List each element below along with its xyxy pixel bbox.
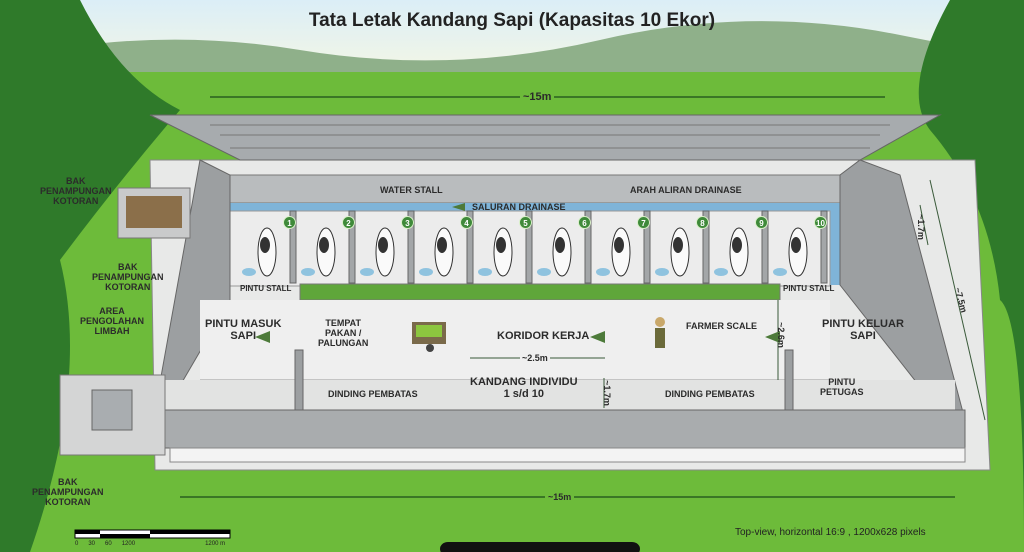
- cow-spot: [732, 237, 742, 253]
- dim-bottom-width: ~15m: [545, 492, 575, 502]
- label-saluran-drainase: SALURAN DRAINASE: [472, 202, 566, 212]
- water-bowl: [714, 268, 728, 276]
- stall-divider: [702, 210, 710, 284]
- cow-spot: [378, 237, 388, 253]
- farmer: [655, 317, 665, 327]
- waste-unit: [91, 389, 133, 431]
- back-wall: [229, 174, 841, 204]
- hills: [0, 21, 1024, 80]
- label-water-stall: WATER STALL: [380, 185, 443, 195]
- water-bowl: [242, 268, 256, 276]
- feed-trough: [299, 283, 781, 301]
- dim-top-width: ~15m: [520, 91, 555, 103]
- roof-ribs: [210, 124, 890, 149]
- partition-left: [294, 349, 304, 411]
- front-curb: [169, 447, 966, 463]
- flow-arrows: [255, 203, 780, 343]
- trees-right: [918, 0, 1024, 552]
- drainage-side: [830, 205, 842, 285]
- cow-spot: [673, 237, 683, 253]
- stall-number-badge: 2: [342, 216, 355, 229]
- water-bowl: [419, 268, 433, 276]
- stall-number-badge: 3: [401, 216, 414, 229]
- stall-dividers: [242, 210, 828, 284]
- stall-number-badge: 10: [814, 216, 827, 229]
- water-bowl: [478, 268, 492, 276]
- cow-spot: [319, 237, 329, 253]
- caption: Top-view, horizontal 16:9 , 1200x628 pix…: [735, 527, 926, 538]
- dim-corridor-depth: ~2.6m: [775, 322, 786, 348]
- stall-divider: [584, 210, 592, 284]
- manure-tank-1-contents: [126, 196, 182, 228]
- water-bowl: [596, 268, 610, 276]
- roof: [149, 114, 942, 161]
- label-pintu-stall-left: PINTU STALL: [240, 284, 292, 293]
- corridor: [200, 300, 830, 380]
- label-dinding-right: DINDING PEMBATAS: [665, 389, 755, 399]
- cow-spot: [555, 237, 565, 253]
- stall-number-badge: 9: [755, 216, 768, 229]
- stall-divider: [525, 210, 533, 284]
- water-bowl: [537, 268, 551, 276]
- stall-number-badge: 1: [283, 216, 296, 229]
- partition-right: [784, 349, 794, 411]
- cow-spot: [791, 237, 801, 253]
- overlay-pill: [440, 542, 640, 552]
- stall-divider: [407, 210, 415, 284]
- front-wall: [164, 409, 966, 449]
- water-bowl: [360, 268, 374, 276]
- water-bowl: [655, 268, 669, 276]
- label-koridor: KORIDOR KERJA: [497, 330, 590, 342]
- water-bowl: [773, 268, 787, 276]
- label-dinding-left: DINDING PEMBATAS: [328, 389, 418, 399]
- label-arah-aliran: ARAH ALIRAN DRAINASE: [630, 185, 742, 195]
- stall-divider: [820, 210, 828, 284]
- left-wall: [154, 159, 231, 422]
- dim-corridor-width: ~2.5m: [520, 353, 550, 363]
- page-title: Tata Letak Kandang Sapi (Kapasitas 10 Ek…: [308, 10, 716, 31]
- stall-number-badge: 8: [696, 216, 709, 229]
- cow-spot: [496, 237, 506, 253]
- stall-divider: [289, 210, 297, 284]
- drainage-channel: [230, 203, 840, 211]
- cow-spot: [437, 237, 447, 253]
- trees-left: [0, 0, 180, 552]
- stall-number-badge: 4: [460, 216, 473, 229]
- stall-number-badge: 7: [637, 216, 650, 229]
- stall-number-badge: 5: [519, 216, 532, 229]
- cow-spot: [614, 237, 624, 253]
- dim-stall-depth-bottom: ~1.7m: [601, 380, 612, 406]
- dim-stall-depth-top: ~1.7m: [915, 214, 926, 240]
- label-pintu-stall-right: PINTU STALL: [783, 284, 835, 293]
- stall-divider: [643, 210, 651, 284]
- water-bowl: [301, 268, 315, 276]
- stall-number-badge: 6: [578, 216, 591, 229]
- stall-divider: [761, 210, 769, 284]
- cow-spot: [260, 237, 270, 253]
- stall-divider: [348, 210, 356, 284]
- label-farmer-scale: FARMER SCALE: [686, 321, 758, 331]
- stall-divider: [466, 210, 474, 284]
